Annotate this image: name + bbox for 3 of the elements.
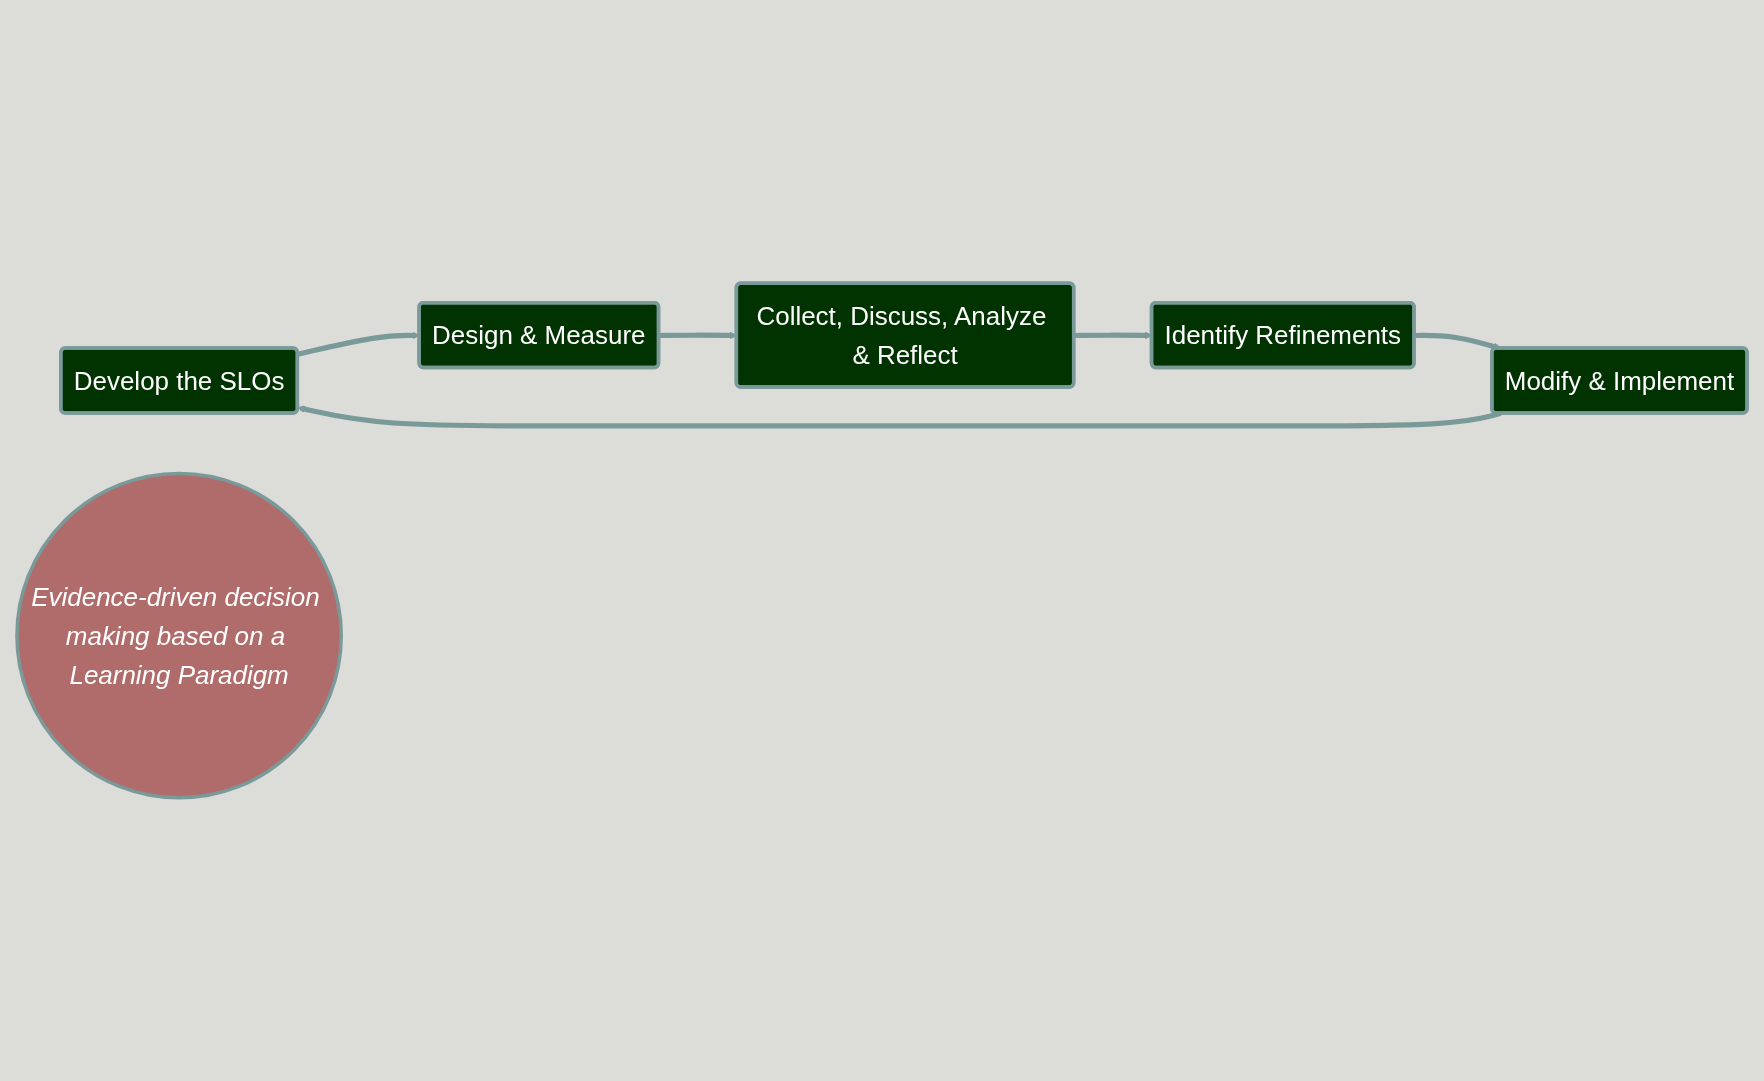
arrow [1074,331,1153,340]
node-circle: Evidence-driven decision making based on a Learning Paradigm [15,471,343,800]
arrow [297,405,1502,429]
